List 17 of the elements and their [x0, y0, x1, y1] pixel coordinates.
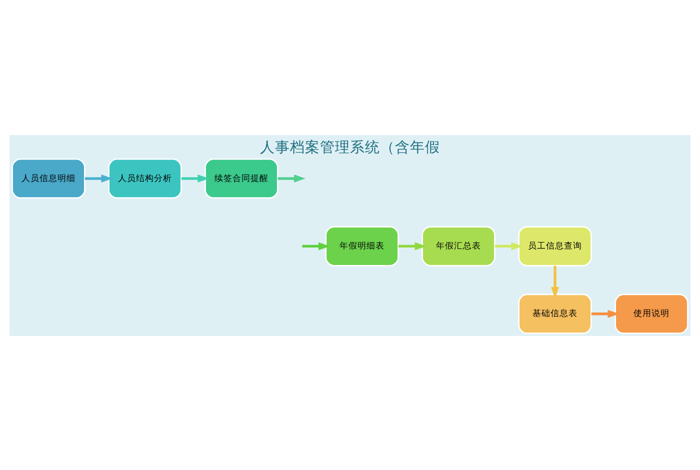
arrow: [494, 242, 523, 250]
node-box: 年假汇总表: [422, 226, 496, 266]
arrow: [181, 174, 210, 182]
arrow: [398, 242, 426, 250]
node-box: 人员结构分析: [108, 158, 182, 198]
arrow: [551, 265, 560, 298]
node-box: 续签合同提醒: [204, 158, 278, 198]
arrow: [591, 309, 620, 318]
arrow: [302, 242, 330, 250]
diagram-title: 人事档案管理系统（含年假: [260, 138, 440, 156]
node-box: 年假明细表: [325, 226, 399, 266]
node-box: 使用说明: [614, 293, 688, 334]
node-box: 员工信息查询: [518, 226, 592, 266]
arrow: [84, 174, 113, 182]
node-box: 人员信息明细: [12, 158, 86, 198]
arrow: [278, 174, 306, 182]
node-box: 基础信息表: [518, 293, 592, 334]
